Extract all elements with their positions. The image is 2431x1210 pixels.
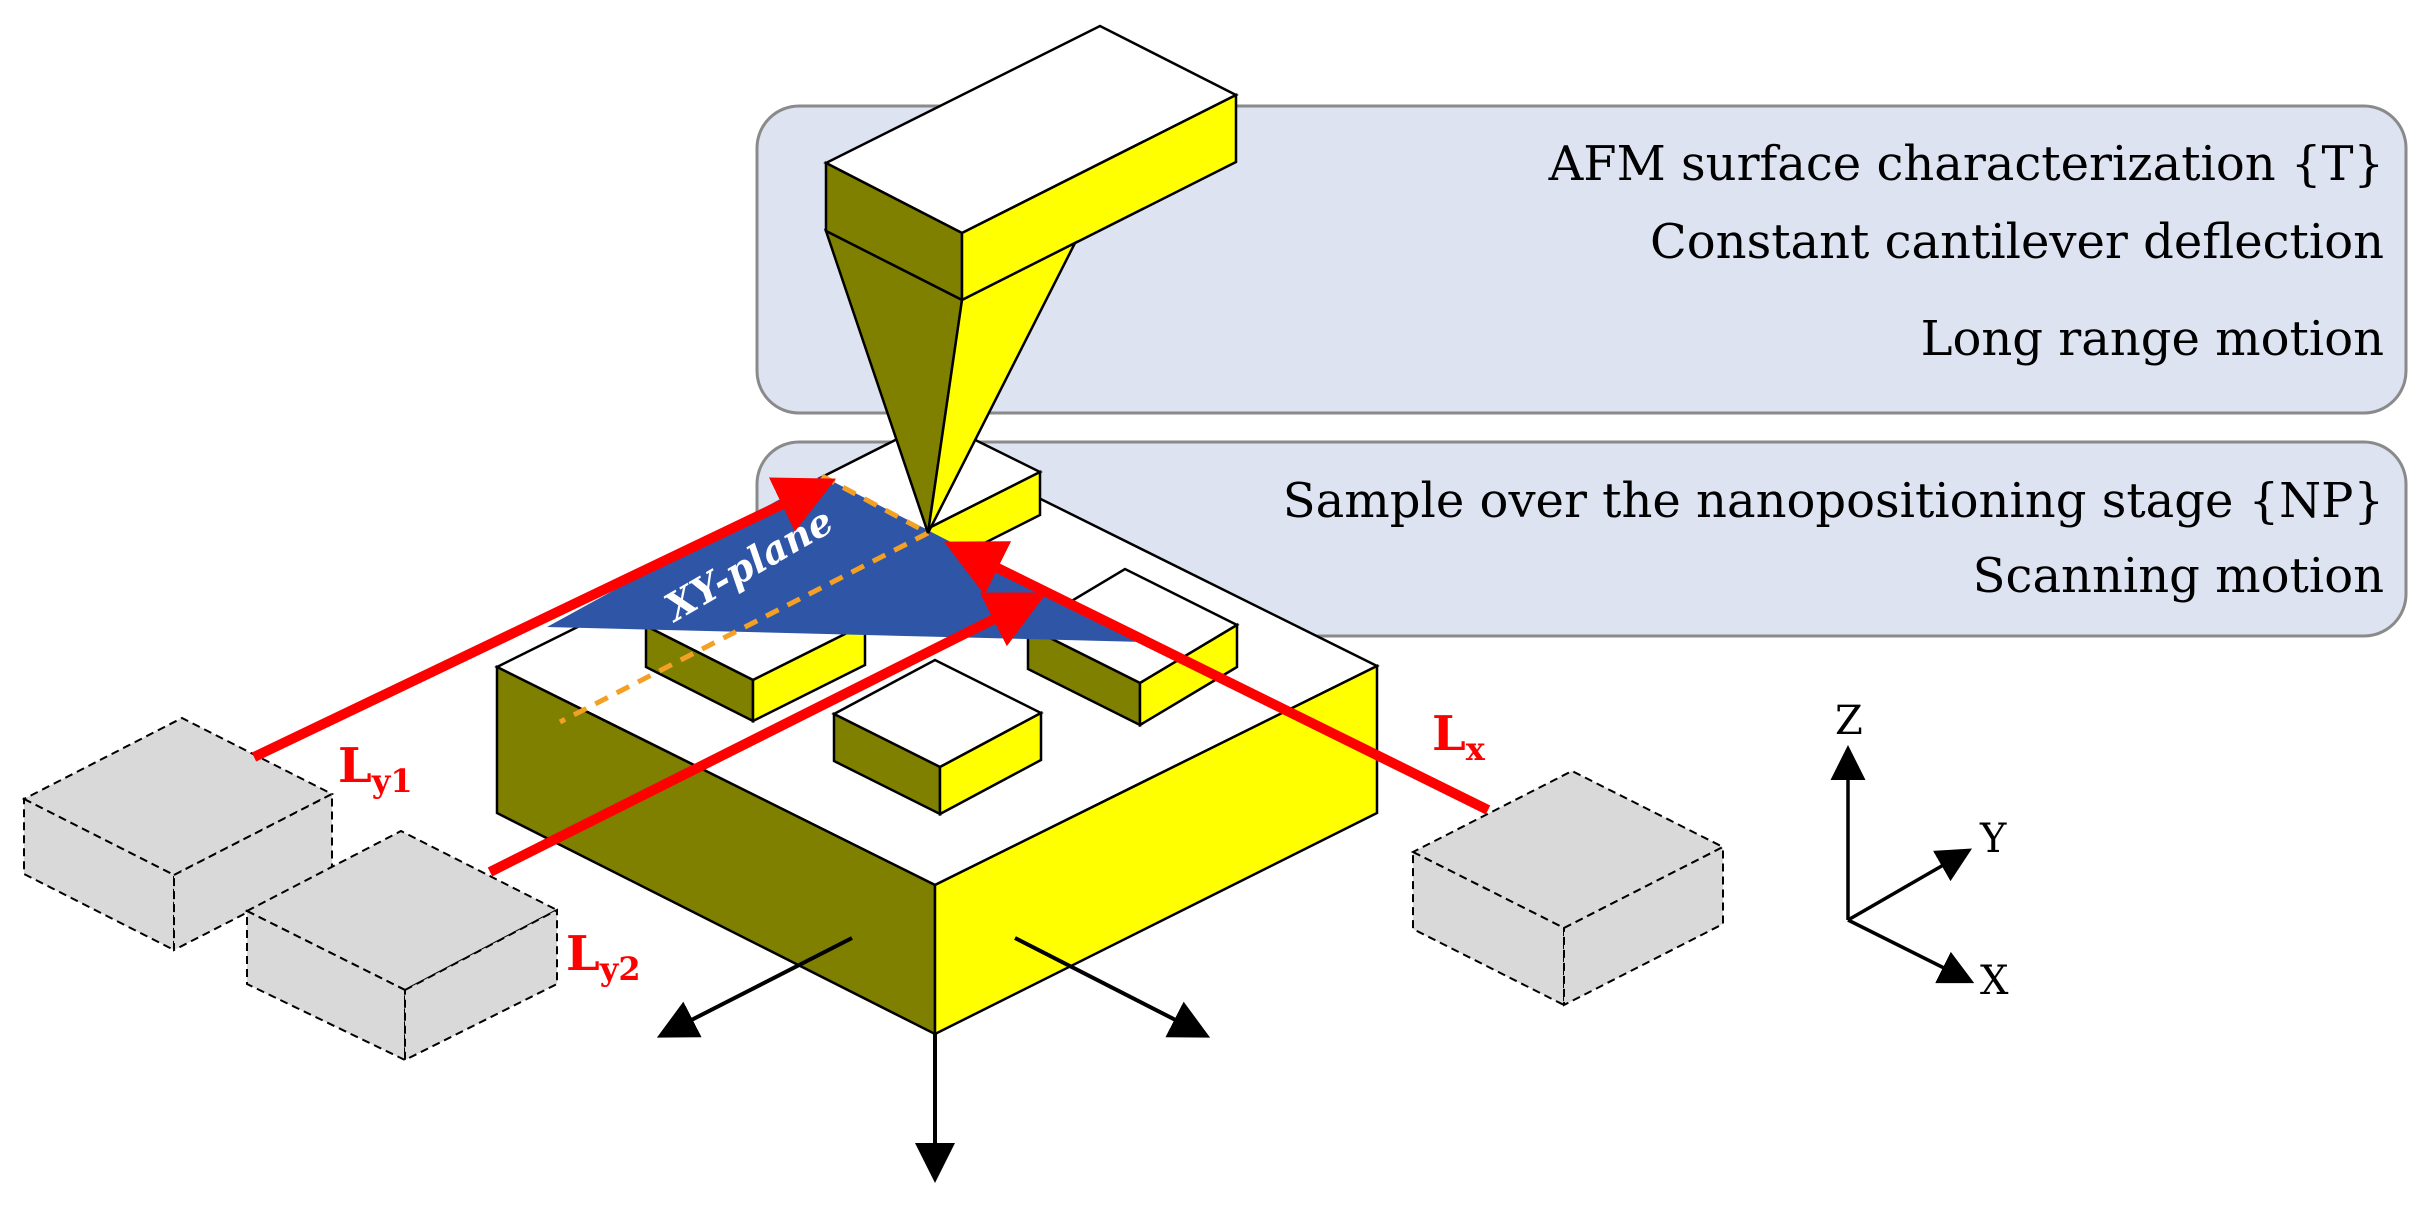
sample-block-front bbox=[831, 658, 1044, 817]
panel-top-line2: Constant cantilever deflection bbox=[1650, 214, 2384, 270]
motion-arrow-left bbox=[656, 936, 853, 1038]
sensor-block-icon bbox=[21, 716, 1726, 1062]
afm-tip-icon bbox=[823, 228, 1078, 534]
axis-y-arrow bbox=[1847, 848, 1973, 922]
label-lx: Lx bbox=[1432, 706, 1486, 768]
panel-top-line3: Long range motion bbox=[1921, 311, 2384, 367]
panel-bottom-line1: Sample over the nanopositioning stage {N… bbox=[1283, 473, 2384, 529]
motion-arrow-right bbox=[1014, 936, 1211, 1038]
axis-arrow-icon: Z Y X bbox=[1830, 698, 2009, 1004]
cantilever-side bbox=[960, 92, 1238, 303]
sensor-ly2 bbox=[244, 829, 560, 1062]
laser-ly2 bbox=[487, 592, 1047, 877]
sensor-lx bbox=[1410, 769, 1726, 1007]
panel-bottom-line2: Scanning motion bbox=[1973, 548, 2384, 604]
axis-x-label: X bbox=[1980, 958, 2009, 1004]
afm-cantilever-icon bbox=[823, 24, 1239, 303]
laser-ly1 bbox=[251, 477, 837, 762]
label-ly1: Ly1 bbox=[338, 738, 413, 800]
stage-right-face bbox=[933, 663, 1379, 1037]
axis-z-label: Z bbox=[1835, 698, 1863, 744]
panel-top-line1: AFM surface characterization {T} bbox=[1548, 136, 2384, 192]
laser-beam-icon bbox=[251, 477, 1491, 877]
laser-lx bbox=[944, 541, 1491, 815]
axis-x-arrow bbox=[1847, 918, 1975, 984]
stage-motion-arrows bbox=[656, 936, 1211, 1183]
label-ly2: Ly2 bbox=[566, 926, 641, 988]
tip-right-face bbox=[926, 240, 1078, 534]
ref-dash-diagonal bbox=[558, 530, 930, 725]
sample-block-right bbox=[1025, 567, 1240, 728]
ref-dash-top bbox=[820, 473, 930, 536]
axis-y-label: Y bbox=[1979, 816, 2007, 862]
